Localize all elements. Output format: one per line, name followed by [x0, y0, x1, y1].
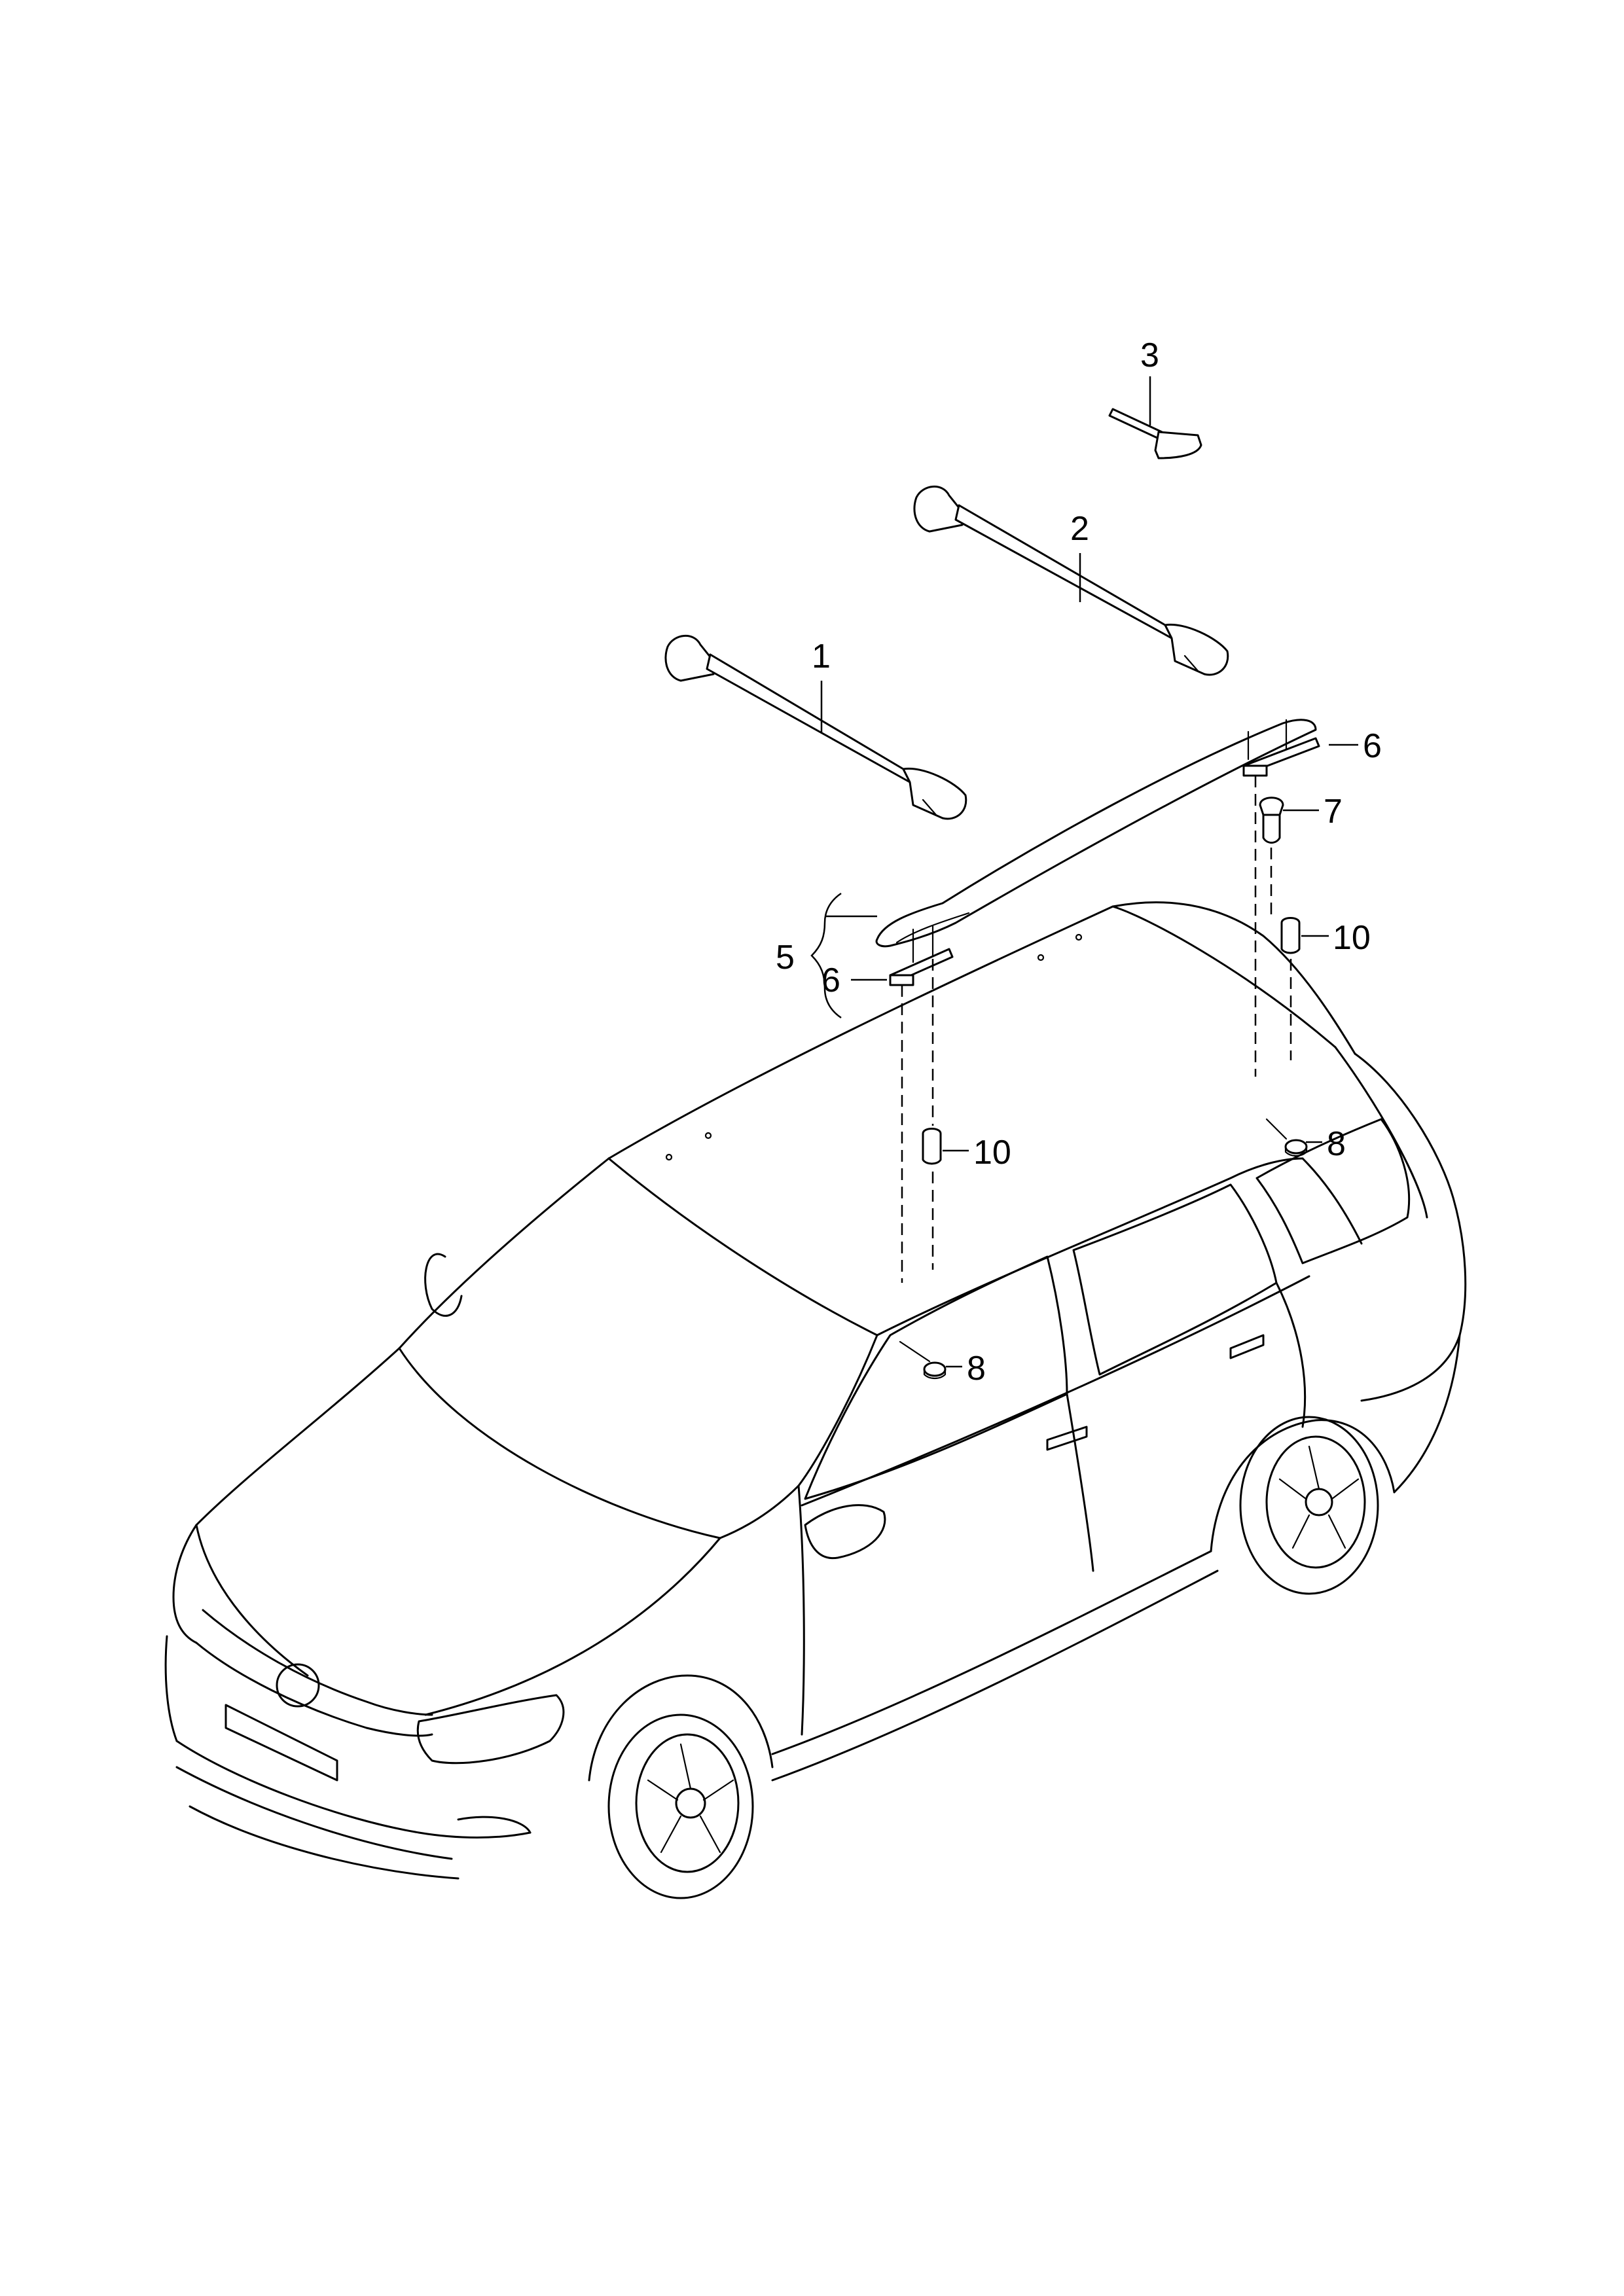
leader-lines	[810, 376, 1358, 1368]
callout-10-front: 10	[973, 1134, 1011, 1172]
part-8-plug-rear	[1284, 1139, 1308, 1157]
part-10-grommet-rear	[1280, 917, 1301, 954]
callout-7: 7	[1324, 793, 1343, 831]
callout-6-rear: 6	[1363, 727, 1382, 765]
car-body-outline	[164, 901, 1467, 1899]
callout-1: 1	[812, 637, 831, 675]
part-2-crossbar-rear	[913, 485, 1229, 676]
callout-8-front: 8	[967, 1350, 986, 1388]
part-8-plug-front	[923, 1361, 947, 1380]
callout-10-rear: 10	[1333, 919, 1371, 957]
callout-labels: 1 2 3 5 6 6 7 10 10 8 8	[776, 336, 1382, 1388]
part-7-nut	[1259, 797, 1284, 844]
callout-8-rear: 8	[1327, 1125, 1346, 1163]
callout-3: 3	[1140, 336, 1159, 374]
part-5-roof-rail	[875, 719, 1317, 963]
callout-2: 2	[1070, 510, 1089, 548]
callout-6-front: 6	[821, 961, 840, 999]
part-6-pad-front	[889, 948, 954, 986]
part-3-key	[1108, 408, 1202, 459]
assembly-lines	[899, 776, 1292, 1363]
part-6-pad-rear	[1242, 737, 1320, 777]
part-10-grommet-front	[922, 1128, 942, 1165]
callout-5: 5	[776, 939, 795, 977]
part-1-crossbar-front	[664, 634, 967, 820]
